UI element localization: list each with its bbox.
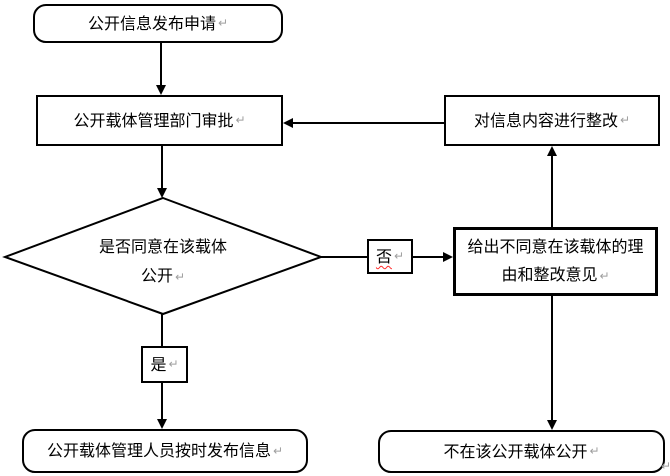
paragraph-mark: ↵ xyxy=(393,249,405,264)
paragraph-mark: ↵ xyxy=(272,443,284,458)
node-publish: 公开载体管理人员按时发布信息↵ xyxy=(22,429,308,473)
paragraph-mark: ↵ xyxy=(174,270,186,284)
arrowhead-into-rectify xyxy=(547,146,557,156)
node-not-publish-label: 不在该公开载体公开 xyxy=(443,441,588,461)
paragraph-mark: ↵ xyxy=(589,444,600,459)
connector-rectify-approve-line xyxy=(293,122,444,124)
paragraph-mark: ↵ xyxy=(168,357,179,372)
paragraph-mark: ↵ xyxy=(619,113,631,128)
node-rectify-label: 对信息内容进行整改 xyxy=(473,110,618,130)
node-rectify: 对信息内容进行整改↵ xyxy=(444,95,660,146)
paragraph-mark: ↵ xyxy=(235,113,246,128)
paragraph-mark: ↵ xyxy=(217,16,229,31)
label-no: 否↵ xyxy=(367,239,413,274)
connector-approve-decision-line xyxy=(161,146,163,189)
node-not-publish: 不在该公开载体公开↵ xyxy=(378,430,665,473)
arrowhead-into-decision xyxy=(157,188,167,198)
paragraph-mark: ↵ xyxy=(599,269,610,283)
node-reasons-label: 给出不同意在该载体的理 由和整改意见↵ xyxy=(467,233,643,290)
arrowhead-into-reasons xyxy=(443,252,453,262)
label-no-text: 否 xyxy=(375,246,392,266)
arrowhead-into-approve xyxy=(156,85,166,95)
arrowhead-into-not-publish xyxy=(547,420,557,430)
reasons-line1: 给出不同意在该载体的理 xyxy=(467,237,644,256)
stray-paragraph-mark: ↵ xyxy=(661,459,670,473)
reasons-line2: 由和整改意见↵ xyxy=(467,261,643,290)
label-yes-text: 是 xyxy=(150,354,167,374)
connector-apply-approve-line xyxy=(160,43,162,86)
node-approve: 公开载体管理部门审批↵ xyxy=(36,95,283,146)
node-approve-label: 公开载体管理部门审批 xyxy=(73,110,234,130)
label-yes: 是↵ xyxy=(141,346,188,383)
reasons-line2-text: 由和整改意见 xyxy=(501,265,598,284)
node-apply-label: 公开信息发布申请 xyxy=(87,13,216,33)
node-publish-label: 公开载体管理人员按时发布信息 xyxy=(46,441,271,461)
arrowhead-into-approve-right xyxy=(283,118,293,128)
node-decision-text: 是否同意在该载体 公开↵ xyxy=(63,232,263,292)
arrowhead-into-publish xyxy=(157,419,167,429)
node-apply: 公开信息发布申请↵ xyxy=(33,4,283,43)
decision-line2-text: 公开 xyxy=(140,266,173,285)
decision-line1: 是否同意在该载体 xyxy=(98,237,227,256)
decision-line2: 公开↵ xyxy=(63,261,263,292)
node-reasons: 给出不同意在该载体的理 由和整改意见↵ xyxy=(453,227,658,296)
